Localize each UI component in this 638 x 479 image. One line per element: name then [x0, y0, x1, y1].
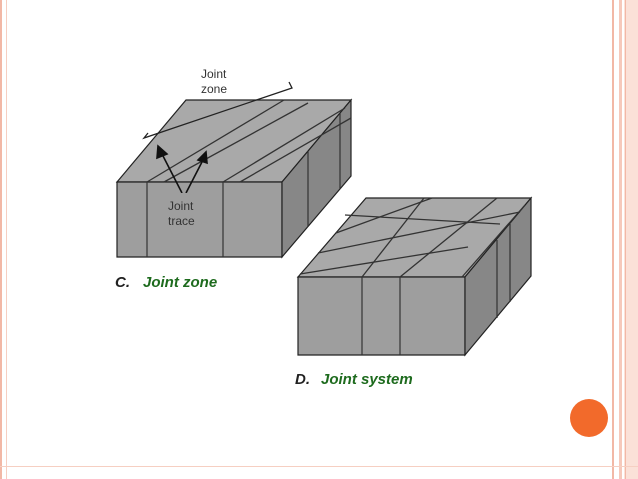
joint-trace-arrows — [156, 144, 208, 194]
block-joint-zone: Joint zone Joint trace C. Joint zone — [115, 67, 353, 291]
left-frame-border — [0, 0, 7, 479]
caption-d-title: Joint system — [321, 371, 413, 388]
joint-zone-label-line2: zone — [201, 82, 227, 96]
caption-c-letter: C. — [115, 274, 130, 291]
joint-set-lines — [299, 197, 526, 278]
joint-zone-bracket — [142, 81, 293, 140]
right-frame-border — [612, 0, 638, 479]
block-d-side-face — [464, 196, 532, 357]
block-joint-system: D. Joint system — [295, 196, 533, 388]
caption-d-letter: D. — [295, 371, 310, 388]
orange-circle-decoration — [570, 399, 608, 437]
joint-trace-label-line2: trace — [168, 214, 195, 228]
block-d-front-face — [297, 276, 466, 356]
block-c-side-face — [281, 98, 352, 259]
bottom-rule — [0, 466, 638, 467]
joint-zone-label-line1: Joint — [201, 67, 227, 81]
caption-c-title: Joint zone — [143, 274, 217, 291]
joint-trace-label-line1: Joint — [168, 199, 194, 213]
